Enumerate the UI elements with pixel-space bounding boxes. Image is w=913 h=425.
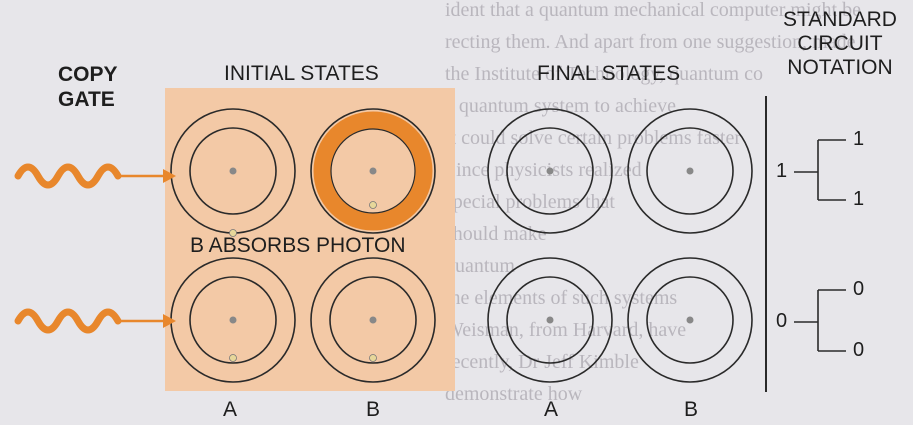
column-label-a-final: A xyxy=(543,398,558,421)
nucleus-dot xyxy=(546,167,554,175)
initial-states-heading: INITIAL STATES xyxy=(224,62,379,85)
notation-bottom-input: 0 xyxy=(776,310,788,332)
copy-symbol-bottom xyxy=(794,289,846,352)
final-states-heading: FINAL STATES xyxy=(537,62,681,85)
notation-top-input: 1 xyxy=(776,160,788,182)
column-label-b-initial: B xyxy=(365,398,380,421)
notation-top-output-upper: 1 xyxy=(853,128,865,150)
column-label-a-initial: A xyxy=(222,398,237,421)
electron-dot xyxy=(229,354,237,362)
background-line: the Institute of Technology, quantum co xyxy=(445,63,763,85)
atom-b-final-top xyxy=(627,108,753,234)
standard-circuit-notation-heading: STANDARD CIRCUIT NOTATION xyxy=(783,8,897,79)
nucleus-dot xyxy=(369,316,377,324)
nucleus-dot xyxy=(229,316,237,324)
atom-a-final-top xyxy=(487,108,613,234)
b-absorbs-photon-caption: B ABSORBS PHOTON xyxy=(190,234,406,257)
atom-b-initial-top-excited xyxy=(310,108,436,234)
background-line: a quantum system to achieve xyxy=(445,95,677,117)
electron-dot xyxy=(229,229,237,237)
photon-arrow-top xyxy=(14,163,176,189)
photon-arrow-bottom xyxy=(14,308,176,334)
notation-top-output-lower: 1 xyxy=(853,188,865,210)
atom-a-initial-bottom xyxy=(170,257,296,383)
background-line: it could solve certain problems faster xyxy=(445,127,742,149)
background-magazine-text: ident that a quantum mechanical computer… xyxy=(445,0,913,410)
column-label-b-final: B xyxy=(683,398,698,421)
electron-dot xyxy=(369,201,377,209)
nucleus-dot xyxy=(686,316,694,324)
background-line: demonstrate how xyxy=(445,383,583,405)
background-line: should make xyxy=(445,223,547,245)
background-line: Weisman, from Harvard, have xyxy=(445,319,687,341)
background-line: ident that a quantum mechanical computer… xyxy=(445,0,861,21)
atom-a-final-bottom xyxy=(487,257,613,383)
electron-dot xyxy=(369,354,377,362)
nucleus-dot xyxy=(686,167,694,175)
background-line: recting them. And apart from one suggest… xyxy=(445,31,856,53)
notation-bottom-output-lower: 0 xyxy=(853,339,865,361)
nucleus-dot xyxy=(369,167,377,175)
atom-b-initial-bottom xyxy=(310,257,436,383)
background-line: the elements of such systems xyxy=(445,287,678,309)
nucleus-dot xyxy=(546,316,554,324)
background-line: quantum xyxy=(445,255,515,277)
excited-orbit-ring xyxy=(313,111,433,231)
atom-a-initial-top xyxy=(170,108,296,237)
notation-bottom-output-upper: 0 xyxy=(853,278,865,300)
copy-symbol-top xyxy=(794,139,846,201)
atom-b-final-bottom xyxy=(627,257,753,383)
copy-gate-title: COPY GATE xyxy=(58,63,118,111)
nucleus-dot xyxy=(229,167,237,175)
